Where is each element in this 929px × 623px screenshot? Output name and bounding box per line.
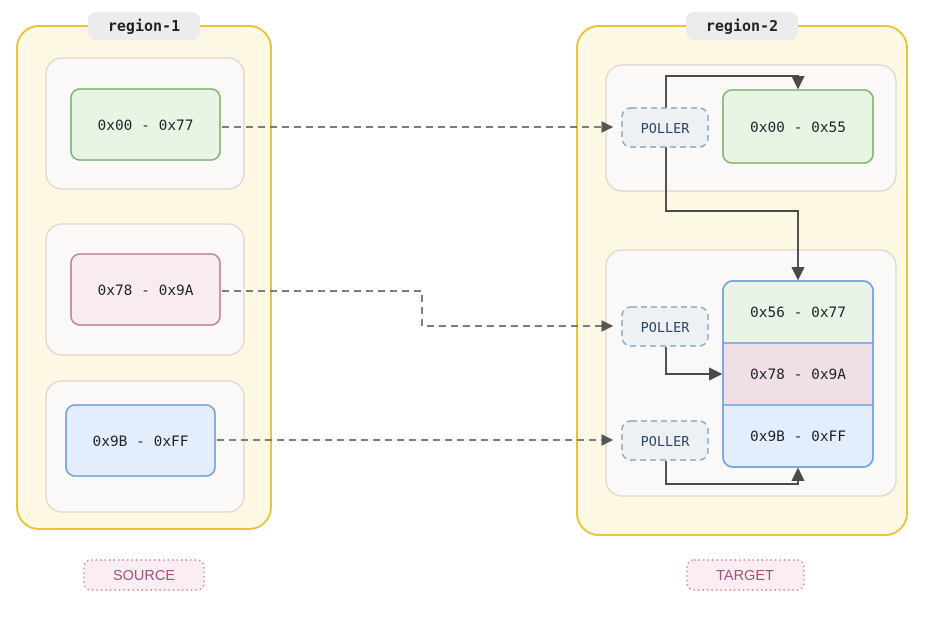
target-block-0x9B-0xFF-fill[interactable] (723, 405, 873, 467)
cross-region-edges (217, 121, 614, 446)
target-card-1[interactable]: 0x00 - 0x55 (605, 64, 897, 192)
source-card-3[interactable]: 0x9B - 0xFF (45, 380, 245, 513)
role-badge-source-box[interactable] (83, 559, 205, 591)
poller-top-label: POLLER (641, 121, 691, 137)
source-block-0x00-0x77[interactable] (70, 88, 221, 161)
role-badge-target-box[interactable] (686, 559, 805, 591)
region-2-label: region-2 (706, 17, 778, 35)
target-block-0x9B-0xFF-label: 0x9B - 0xFF (750, 429, 846, 445)
poller-routing-edges (665, 75, 805, 485)
target-block-0x78-0x9A-label: 0x78 - 0x9A (750, 367, 846, 383)
source-block-0x9B-0xFF[interactable] (65, 404, 216, 477)
poller-bottom[interactable]: POLLER (621, 420, 709, 461)
target-block-0x00-0x55[interactable] (722, 89, 874, 164)
role-badge-source-label: SOURCE (113, 568, 175, 584)
target-block-0x56-0x77-fill[interactable] (723, 281, 873, 343)
target-stacked-block-outline (722, 280, 874, 468)
poller-middle-label: POLLER (641, 320, 691, 336)
region-1-label: region-1 (108, 17, 180, 35)
poller-top[interactable]: POLLER (621, 107, 709, 148)
poller-middle[interactable]: POLLER (621, 306, 709, 347)
poller-bottom-label: POLLER (641, 434, 691, 450)
poller-nodes[interactable]: POLLER POLLER POLLER (621, 107, 709, 461)
edge-poller-mid-to-0x78-0x9A (665, 347, 723, 381)
poller-top-box[interactable] (621, 107, 709, 148)
edge-poller-bottom-to-0x9B-0xFF (665, 461, 805, 485)
region-2-label-chip (686, 12, 798, 40)
role-badge-target[interactable]: TARGET (686, 559, 805, 591)
target-block-0x78-0x9A-fill[interactable] (723, 343, 873, 405)
edge-poller-top-to-0x00-0x55 (665, 75, 805, 108)
source-card-2[interactable]: 0x78 - 0x9A (45, 223, 245, 356)
target-stacked-block[interactable]: 0x56 - 0x77 0x78 - 0x9A 0x9B - 0xFF (722, 280, 874, 468)
source-card-1[interactable]: 0x00 - 0x77 (45, 57, 245, 190)
source-block-0x78-0x9A-label: 0x78 - 0x9A (97, 283, 193, 299)
edge-poller-top-to-0x56-0x77 (665, 147, 805, 281)
target-block-0x56-0x77-label: 0x56 - 0x77 (750, 305, 846, 321)
source-block-0x00-0x77-label: 0x00 - 0x77 (97, 118, 193, 134)
role-badge-target-label: TARGET (716, 568, 774, 584)
poller-bottom-box[interactable] (621, 420, 709, 461)
source-block-0x9B-0xFF-label: 0x9B - 0xFF (92, 434, 188, 450)
region-1-label-chip (88, 12, 200, 40)
role-badge-source[interactable]: SOURCE (83, 559, 205, 591)
source-block-0x78-0x9A[interactable] (70, 253, 221, 326)
target-block-0x00-0x55-label: 0x00 - 0x55 (750, 120, 846, 136)
poller-middle-box[interactable] (621, 306, 709, 347)
region-1-group[interactable]: region-1 0x00 - 0x77 0x78 - 0x9A 0x9B - … (16, 12, 272, 530)
edge-src2-to-poller-middle (222, 290, 614, 332)
